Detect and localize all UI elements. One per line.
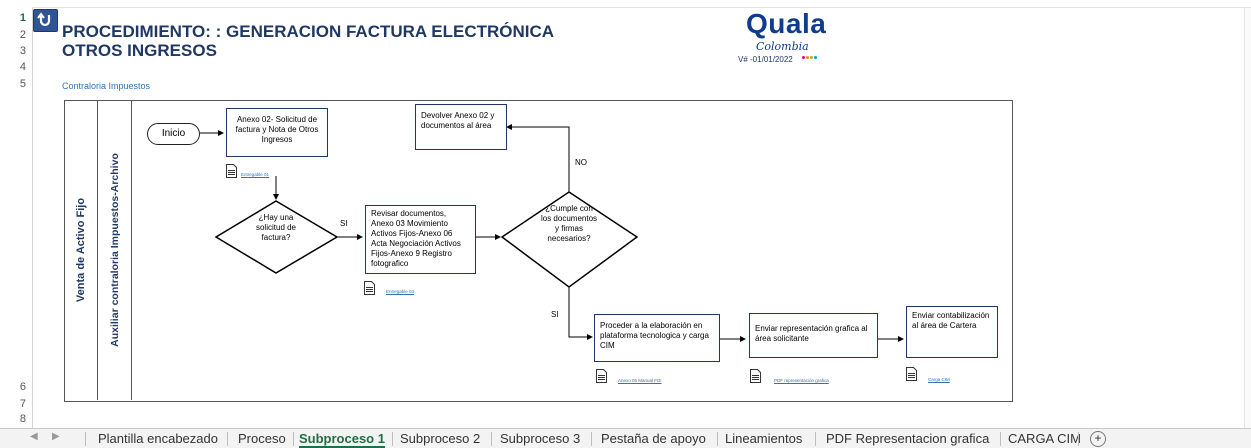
- lane-inner: Auxiliar contraloria Impuestos-Archivo: [98, 100, 132, 400]
- title-line-1: PROCEDIMIENTO: : GENERACION FACTURA ELEC…: [62, 22, 555, 41]
- tab-subproceso-3[interactable]: Subproceso 3: [500, 431, 581, 446]
- tab-proceso[interactable]: Proceso: [238, 431, 286, 446]
- tab-separator: [1078, 432, 1079, 446]
- row-headers: 1 2 3 4 5 6 7 8: [0, 8, 33, 428]
- row-number[interactable]: 6: [19, 381, 26, 393]
- back-button[interactable]: [33, 9, 58, 32]
- row-number[interactable]: 2: [19, 29, 26, 41]
- tab-lineamientos[interactable]: Lineamientos: [725, 431, 803, 446]
- flowchart-frame: [64, 100, 1013, 402]
- vertical-scrollbar[interactable]: [1244, 8, 1251, 428]
- si-label: SI: [551, 310, 559, 319]
- entregable-03-link[interactable]: Entregable 03: [386, 289, 415, 294]
- sheet-tab-bar: ◀ ▶ Plantilla encabezado Proceso Subproc…: [0, 428, 1251, 448]
- undo-arrow-icon: [37, 12, 51, 27]
- title-line-2: OTROS INGRESOS: [62, 41, 217, 60]
- document-icon: [906, 367, 917, 381]
- no-label: NO: [575, 158, 587, 167]
- proceder-box: Proceder a la elaboración en plataforma …: [594, 314, 720, 362]
- enviar-contabilizacion-box: Enviar contabilización al área de Carter…: [906, 306, 998, 358]
- anexo-05-link[interactable]: Anexo 05 Manual FDI: [618, 378, 662, 383]
- tab-separator: [392, 432, 393, 446]
- decision2-text: ¿Cumple con los documentos y firmas nece…: [540, 204, 598, 243]
- version-label: V# -01/01/2022: [738, 55, 793, 64]
- logo-country: Colombia: [756, 40, 809, 53]
- row-number[interactable]: 4: [19, 61, 26, 73]
- tab-pestana-de-apoyo[interactable]: Pestaña de apoyo: [601, 431, 706, 446]
- tab-separator: [717, 432, 718, 446]
- tab-subproceso-2[interactable]: Subproceso 2: [400, 431, 481, 446]
- anexo02-box: Anexo 02- Solicitud de factura y Nota de…: [226, 108, 328, 157]
- decision-diamond-2: [500, 191, 639, 288]
- row-number[interactable]: 3: [19, 45, 26, 57]
- pdf-representacion-link[interactable]: PDF representación grafica: [774, 378, 829, 383]
- add-sheet-button[interactable]: +: [1090, 431, 1106, 447]
- tab-subproceso-1[interactable]: Subproceso 1: [299, 431, 385, 448]
- tab-separator: [815, 432, 816, 446]
- scroll-left-icon[interactable]: ◀: [30, 431, 38, 442]
- tab-plantilla-encabezado[interactable]: Plantilla encabezado: [98, 431, 218, 446]
- department-label: Contraloria Impuestos: [62, 81, 151, 91]
- tab-separator: [85, 432, 86, 446]
- tab-separator: [293, 432, 294, 446]
- row-number[interactable]: 8: [19, 413, 26, 425]
- start-terminal: Inicio: [147, 123, 200, 145]
- tab-separator: [591, 432, 592, 446]
- document-icon: [596, 369, 607, 383]
- tab-separator: [491, 432, 492, 446]
- devolver-box: Devolver Anexo 02 y documentos al área: [415, 104, 507, 150]
- tab-separator: [227, 432, 228, 446]
- page-title: PROCEDIMIENTO: : GENERACION FACTURA ELEC…: [62, 22, 554, 60]
- row-number[interactable]: 5: [19, 78, 26, 90]
- scroll-right-icon[interactable]: ▶: [52, 431, 60, 442]
- logo-dots: [802, 46, 818, 64]
- document-icon: [750, 369, 761, 383]
- enviar-representacion-box: Enviar representación grafica al área so…: [749, 313, 878, 358]
- logo-brand: Quala: [746, 8, 827, 39]
- quala-logo: Quala Colombia: [746, 8, 827, 59]
- tab-separator: [1000, 432, 1001, 446]
- tab-carga-cim[interactable]: CARGA CIM: [1008, 431, 1081, 446]
- decision1-text: ¿Hay una solicitud de factura?: [255, 213, 297, 242]
- tab-pdf-representacion-grafica[interactable]: PDF Representacion grafica: [826, 431, 990, 446]
- carga-cim-link[interactable]: Carga CIM: [928, 377, 950, 382]
- column-header-strip: [32, 0, 1251, 8]
- row-number[interactable]: 1: [19, 12, 26, 24]
- decision-diamond-1: [214, 200, 339, 274]
- entregable-01-link[interactable]: Entregable 01: [241, 172, 270, 177]
- document-icon: [364, 281, 375, 295]
- si-label: SI: [340, 219, 348, 228]
- document-icon: [226, 164, 237, 178]
- revisar-box: Revisar documentos, Anexo 03 Movimiento …: [365, 205, 476, 274]
- row-number[interactable]: 7: [19, 398, 26, 410]
- lane-outer: Venta de Activo Fijo: [64, 100, 98, 400]
